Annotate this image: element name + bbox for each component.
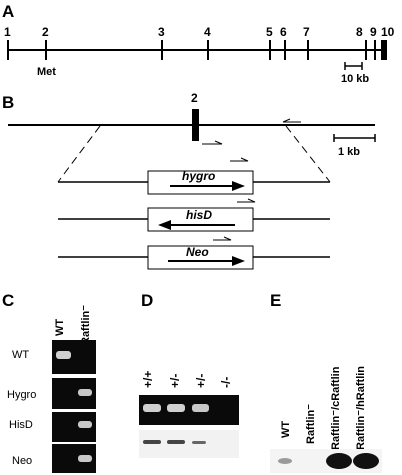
western-band (326, 453, 352, 469)
gel-band (56, 351, 71, 359)
scale-bar-b (333, 134, 376, 142)
scale-label-a: 10 kb (341, 73, 369, 85)
panel-c: C WT Raftlin⁻ WT Hygro HisD Neo (2, 291, 96, 473)
panel-d: D +/+ +/- +/- -/- (139, 291, 239, 458)
lane-label-d-3: +/- (194, 374, 208, 388)
gel-band (167, 404, 185, 412)
lane-label-d-4: -/- (219, 377, 233, 388)
exon-label-1: 1 (4, 25, 11, 39)
cassette-label-hygro: hygro (182, 169, 215, 183)
row-label-neo: Neo (12, 455, 32, 467)
western-band (143, 440, 161, 444)
exon-label-6: 6 (280, 25, 287, 39)
row-label-hygro: Hygro (7, 389, 36, 401)
panel-b-letter: B (2, 93, 14, 112)
lane-label-d-1: +/+ (141, 371, 155, 388)
start-codon-label: Met (37, 66, 56, 78)
lane-label-e-3: Raftlin⁻/cRaftlin (330, 366, 342, 450)
exon-label-10: 10 (381, 25, 395, 39)
panel-a-letter: A (2, 2, 14, 21)
western-band (167, 440, 185, 444)
panel-e-letter: E (270, 291, 281, 310)
row-label-hisd: HisD (9, 419, 33, 431)
exon-label-5: 5 (266, 25, 273, 39)
panel-a: A 1 2 3 4 5 6 7 8 9 10 Met (2, 2, 395, 85)
western-band (278, 458, 292, 464)
gel-band (78, 455, 92, 462)
arrow-right-icon (232, 256, 245, 266)
exon-label-3: 3 (158, 25, 165, 39)
exon-ticks (7, 40, 376, 60)
lane-label-e-4: Raftlin⁻/hRaftlin (355, 366, 367, 450)
primer-reverse-genomic (282, 118, 301, 123)
gel-band (192, 404, 209, 412)
scale-bar-a (344, 62, 363, 70)
scale-label-b: 1 kb (338, 146, 360, 158)
gel-band (78, 389, 92, 396)
western-band (192, 441, 206, 444)
lane-label-e-2: Raftlin⁻ (305, 404, 317, 444)
gel-band (78, 421, 92, 428)
construct-neo (58, 236, 330, 270)
exon-label-b: 2 (191, 91, 198, 105)
row-label-wt: WT (12, 349, 29, 361)
lane-label-raftlin-c: Raftlin⁻ (80, 305, 92, 345)
western-band (353, 453, 379, 469)
primer-hygro (230, 157, 249, 162)
construct-hisd (58, 198, 330, 232)
exon-block-10 (381, 40, 387, 60)
arrow-left-icon (158, 220, 171, 230)
panel-e: E WT Raftlin⁻ Raftlin⁻/cRaftlin Raftlin⁻… (270, 291, 382, 473)
lane-label-e-1: WT (280, 421, 292, 438)
panel-d-letter: D (141, 291, 153, 310)
construct-hygro (58, 157, 330, 195)
primer-forward-exon (202, 140, 223, 145)
exon-label-4: 4 (204, 25, 211, 39)
projection-right (285, 125, 331, 183)
exon-label-8: 8 (356, 25, 363, 39)
exon-2-block (192, 109, 199, 141)
lane-label-wt-c: WT (54, 319, 66, 336)
cassette-label-neo: Neo (186, 245, 209, 259)
projection-left (57, 125, 101, 183)
exon-label-7: 7 (303, 25, 310, 39)
exon-label-9: 9 (370, 25, 377, 39)
primer-neo (213, 236, 232, 241)
panel-c-letter: C (2, 291, 14, 310)
panel-b: B 2 1 kb hygro (2, 91, 376, 270)
gel-band (143, 404, 161, 412)
arrow-right-icon (232, 181, 245, 191)
exon-label-2: 2 (42, 25, 49, 39)
lane-label-d-2: +/- (168, 374, 182, 388)
cassette-label-hisd: hisD (186, 208, 212, 222)
primer-hisd (237, 198, 256, 203)
